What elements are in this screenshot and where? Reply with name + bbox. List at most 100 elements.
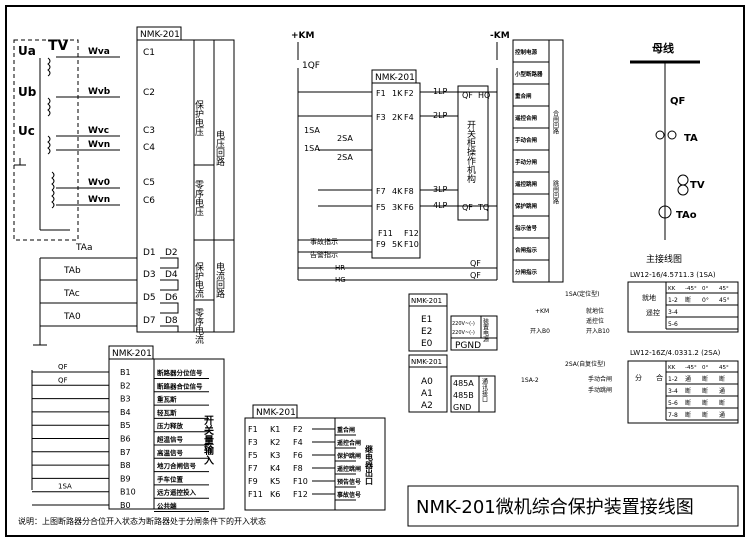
terminal-d7: D7 [143, 316, 156, 326]
switch1-cell: 断 [685, 296, 691, 304]
switch1-header: -45° [685, 286, 697, 292]
switch2-header: -45° [685, 365, 697, 371]
main-ta-label: TA [684, 133, 698, 144]
di-signal: 压力释放 [157, 421, 184, 430]
out-relay: K3 [270, 451, 280, 460]
current-wire-tac: TAc [63, 289, 80, 299]
switch1-title: LW12-16/4.5711.3 (1SA) [630, 271, 716, 279]
terminal-c6: C6 [143, 196, 155, 206]
switch2-cell: 通 [719, 387, 725, 395]
terminal-d3: D3 [143, 270, 156, 280]
supply-2: 220V~(-) [452, 330, 475, 336]
switch1-header: KK [668, 286, 676, 292]
switch2-title: LW12-16Z/4.0331.2 (2SA) [630, 349, 721, 357]
out-relay: K6 [270, 490, 280, 499]
di-signal-box [153, 358, 225, 510]
mechanism-label: 开关柜操作机构 [465, 120, 476, 184]
terminal-a0: A0 [421, 377, 433, 387]
tv-dashed-box [13, 39, 79, 241]
minus-km-label: -KM [490, 31, 510, 41]
main-tv-label: TV [690, 180, 705, 191]
lamp-alarm: 告警指示 [310, 250, 338, 259]
di-terminal: B8 [120, 461, 131, 470]
out-terminal-right: F10 [293, 477, 308, 486]
out-terminal-right: F6 [293, 451, 303, 460]
wire-wv0: Wv0 [88, 178, 110, 188]
terminal-c5: C5 [143, 178, 155, 188]
pgnd-label: PGND [455, 341, 481, 351]
switch2-pos-1: 手动合闸 [588, 375, 612, 383]
wire-wvb: Wvb [88, 87, 111, 97]
analog-section: TV Ua Ub Uc Wva Wvb Wvc Wvn Wv0 [13, 26, 235, 346]
switch2-cell: 3-4 [668, 388, 678, 395]
switch1-legend-1: 就地 [642, 293, 656, 302]
dc-relay: 2K [392, 113, 403, 122]
di-signal: 地刀合闸信号 [157, 461, 197, 470]
switch2-name: 2SA(自复位型) [565, 360, 606, 368]
di-terminal: B2 [120, 381, 131, 390]
out-relay: K4 [270, 464, 280, 473]
out-signal: 遥控跳闸 [337, 465, 361, 473]
switch-1sa-b: 1SA [304, 144, 320, 153]
main-wiring: 母线 QF TA TV TAo 主接线图 [630, 41, 705, 265]
switch2-cell: 断 [685, 387, 691, 395]
di-signal: 断路器分位信号 [157, 368, 203, 377]
terminal-d5: D5 [143, 293, 156, 303]
dc-legend-rows: 控制电源小型断路器重合闸遥控合闸手动合闸手动分闸遥控跳闸保护跳闸指示信号合闸指示… [513, 48, 549, 276]
main-caption: 主接线图 [646, 253, 682, 265]
terminal-d6: D6 [165, 293, 178, 303]
switch2-legend-2: 合 [656, 373, 663, 382]
comm-terminal-box [408, 366, 448, 413]
outer-border [5, 5, 745, 537]
di-terminal: B1 [120, 368, 131, 377]
dc-lp: 3LP [433, 185, 448, 194]
di-signal: 手车位置 [157, 474, 184, 483]
mechanism-box [457, 85, 489, 221]
terminal-f12: F12 [404, 229, 419, 238]
di-group-label: 开关量输入 [202, 415, 214, 466]
switch1-plus: +KM [535, 308, 549, 315]
di-signal: 断路器合位信号 [157, 381, 203, 390]
dc-legend-item: 手动合闸 [515, 136, 538, 144]
phase-label-uc: Uc [18, 124, 35, 138]
terminal-c3: C3 [143, 126, 155, 136]
switch1-cell: 5-6 [668, 321, 678, 328]
terminal-d2: D2 [165, 248, 178, 258]
dc-lp: 4LP [433, 201, 448, 210]
di-signal: 公共端 [157, 501, 177, 510]
terminal-c2: C2 [143, 88, 155, 98]
switch1-pos-4: 开入B10 [586, 328, 610, 335]
dc-terminal-left: F9 [376, 240, 386, 249]
wire-wvc: Wvc [88, 126, 109, 136]
supply-1: 220V~(-) [452, 321, 475, 327]
switch2-header: 0° [702, 365, 708, 371]
dc-device-label: NMK-201 [375, 73, 415, 83]
di-terminal: B7 [120, 448, 131, 457]
out-signal: 保护跳闸 [336, 452, 361, 460]
label-protect-current: 保护电流 [193, 261, 204, 299]
label-current-loop: 电流回路 [214, 261, 225, 299]
wire-wvn2: Wvn [88, 195, 110, 205]
out-terminal-left: F5 [248, 451, 258, 460]
switch1-cell: 45° [719, 297, 730, 304]
lamp-hr: HR [335, 264, 345, 272]
di-input-label: QF [58, 363, 68, 371]
dc-legend-item: 遥控跳闸 [515, 180, 538, 188]
main-qf-label: QF [670, 96, 685, 107]
terminal-d1: D1 [143, 248, 156, 258]
pgnd-box [450, 337, 498, 351]
out-terminal-right: F4 [293, 438, 303, 447]
dc-legend-item: 控制电源 [515, 48, 538, 56]
group-trip: 跳闸回路 [552, 179, 559, 205]
dc-lines [297, 42, 498, 281]
switch2-cell: 断 [719, 399, 725, 407]
tq-label: TQ [477, 203, 489, 212]
switch1-header: 0° [702, 286, 708, 292]
dc-legend-item: 手动分闸 [515, 158, 538, 166]
wire-wva: Wva [88, 47, 110, 57]
qf-label-1: QF [462, 91, 473, 100]
